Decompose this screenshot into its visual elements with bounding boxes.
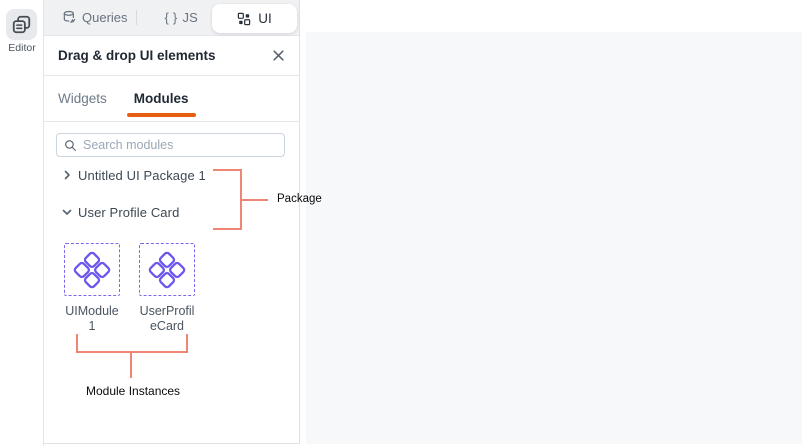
annotation-package-pointer — [242, 199, 268, 201]
annotation-instances-line-right — [186, 334, 188, 353]
search-input[interactable] — [83, 138, 277, 152]
panel-title: Drag & drop UI elements — [58, 48, 216, 63]
canvas-drop-area[interactable] — [306, 32, 802, 444]
grid-dashboard-icon — [237, 12, 251, 26]
panel-header: Drag & drop UI elements — [44, 36, 299, 76]
annotation-package-bracket-top — [213, 169, 242, 171]
module-search-box — [56, 133, 285, 157]
module-card-label: UIModule 1 — [65, 304, 119, 333]
tab-queries-label: Queries — [82, 10, 128, 25]
annotation-instances-line-join — [76, 351, 188, 353]
module-card-userprofilecard[interactable] — [139, 243, 195, 296]
tab-widgets[interactable]: Widgets — [58, 91, 107, 106]
editor-label: Editor — [8, 42, 36, 54]
segment-divider — [135, 10, 137, 25]
annotation-module-instances-label: Module Instances — [86, 384, 181, 398]
tab-modules[interactable]: Modules — [126, 91, 196, 117]
annotation-package-bracket-bottom — [213, 228, 242, 230]
annotation-package-bracket-vertical — [240, 169, 242, 230]
editor-canvas-region — [301, 0, 802, 446]
tree-item-user-profile-card[interactable]: User Profile Card — [60, 203, 179, 221]
annotation-package-label: Package — [277, 193, 322, 205]
chevron-right-icon — [60, 170, 74, 180]
editor-pages-icon — [11, 14, 32, 35]
tree-item-label: Untitled UI Package 1 — [78, 167, 206, 183]
editor-button[interactable] — [6, 9, 37, 40]
tree-item-untitled-ui-package[interactable]: Untitled UI Package 1 — [60, 166, 206, 184]
module-card-label: UserProfil eCard — [139, 304, 195, 333]
tree-item-label: User Profile Card — [78, 204, 180, 220]
tab-ui[interactable]: UI — [212, 4, 297, 33]
widgets-modules-tabs: Widgets Modules — [44, 76, 299, 122]
tab-ui-label: UI — [258, 11, 272, 26]
search-icon — [64, 139, 77, 152]
tab-js[interactable]: { } JS — [165, 10, 198, 25]
tab-queries[interactable]: Queries — [62, 10, 128, 25]
close-icon[interactable] — [272, 49, 285, 62]
left-rail: Editor — [0, 0, 44, 446]
chevron-down-icon — [60, 207, 74, 217]
annotation-instances-stem — [130, 351, 132, 378]
module-card-uimodule1[interactable] — [64, 243, 120, 296]
tab-js-label: JS — [182, 10, 199, 25]
database-icon — [62, 10, 77, 25]
editor-segmented-control: Queries { } JS UI — [44, 0, 299, 36]
module-diamond-cluster-icon — [73, 251, 111, 289]
ui-explorer-panel: Queries { } JS UI Drag & — [44, 0, 300, 444]
curly-braces-icon: { } — [164, 10, 178, 25]
annotation-instances-line-left — [76, 334, 78, 353]
module-diamond-cluster-icon — [148, 251, 186, 289]
